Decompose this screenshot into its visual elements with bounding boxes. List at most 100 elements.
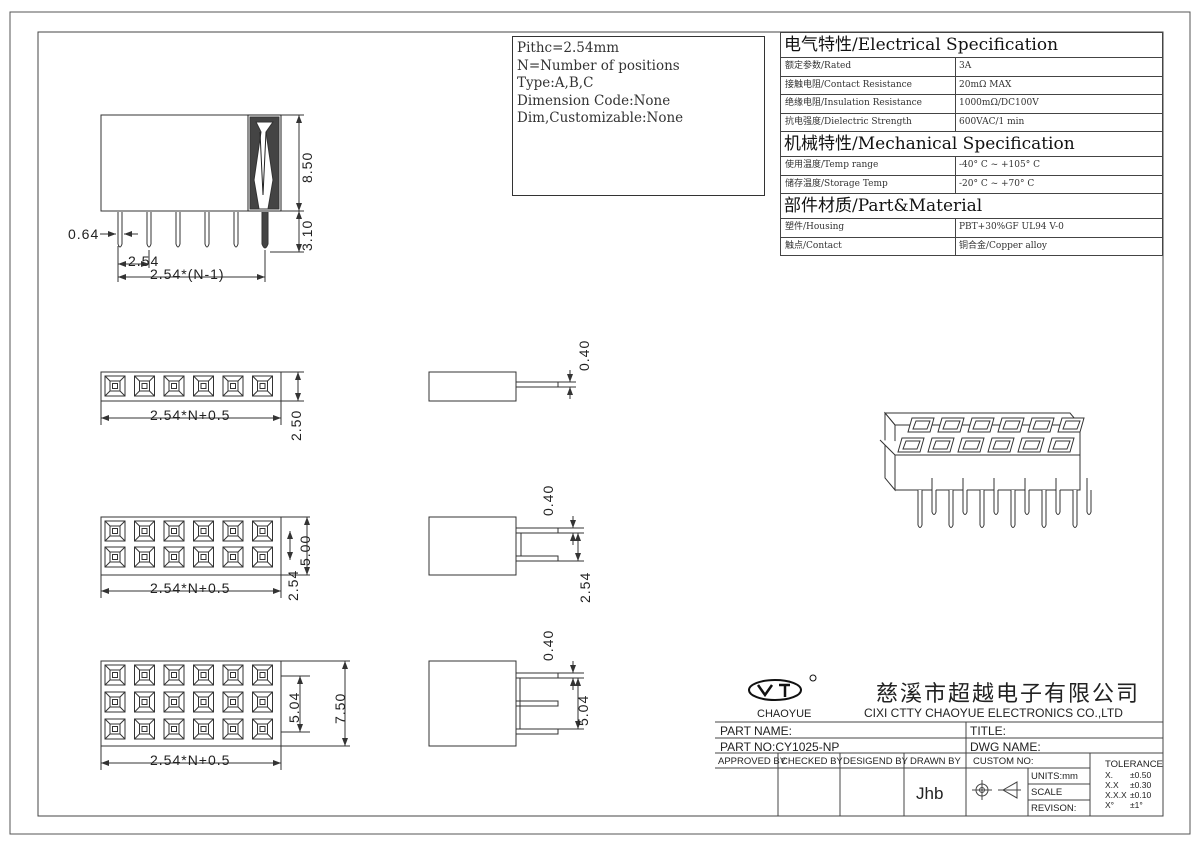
specification-table: 电气特性/Electrical Specification 额定参数/Rated… <box>780 32 1163 256</box>
dim-pitch: 2.54 <box>128 253 160 269</box>
spec-label: 储存温度/Storage Temp <box>781 175 956 193</box>
contact-cell <box>222 546 244 568</box>
part-no-label: PART NO:CY1025-NP <box>720 740 840 754</box>
chaoyue-logo-icon <box>748 674 817 701</box>
spec-value: 1000mΩ/DC100V <box>959 98 1039 108</box>
spec-label: 使用温度/Temp range <box>781 157 956 175</box>
contact-cell <box>104 691 126 713</box>
designed-by-label: DESIGEND BY <box>843 756 908 767</box>
contact-cell <box>222 718 244 740</box>
contact-cell <box>104 520 126 542</box>
contact-cell <box>193 691 214 713</box>
dim-row-pitch-2: 2.54 <box>285 569 301 601</box>
material-spec-title: 部件材质/Part&Material <box>781 194 1162 219</box>
iso-contact-cell <box>907 417 935 433</box>
iso-pin <box>917 490 923 528</box>
top-view-double-row <box>100 516 310 598</box>
note-line: Pithc=2.54mm <box>517 40 620 56</box>
note-line: Dim,Customizable:None <box>517 110 684 126</box>
iso-pin <box>979 490 985 528</box>
dim-row-pitch-3: 5.04 <box>286 691 302 723</box>
iso-contact-cell <box>937 417 965 433</box>
contact-cell <box>104 546 126 568</box>
contact-cell <box>222 691 244 713</box>
iso-contact-cell <box>967 417 995 433</box>
company-name-cn: 慈溪市超越电子有限公司 <box>876 682 1141 707</box>
isometric-view <box>879 411 1092 528</box>
tolerance-title: TOLERANCE <box>1105 759 1163 770</box>
drawn-by-label: DRAWN BY <box>910 756 961 767</box>
contact-cell <box>193 664 214 686</box>
notes-box: Pithc=2.54mm N=Number of positions Type:… <box>512 36 765 196</box>
units-label: UNITS:mm <box>1031 771 1078 782</box>
spec-value: 3A <box>959 61 972 71</box>
outer-frame <box>9 11 1191 835</box>
dim-pin-length: 3.10 <box>299 219 315 251</box>
spec-value: -20° C ~ +70° C <box>959 178 1035 189</box>
spec-value: 20mΩ MAX <box>959 79 1012 90</box>
tolerance-format: X. <box>1105 770 1114 780</box>
title-block-lines <box>715 721 1163 816</box>
contact-cell <box>163 691 185 713</box>
tolerance-format: X° <box>1105 800 1115 810</box>
spec-label: 触点/Contact <box>781 237 956 255</box>
tolerance-format: X.X.X <box>1105 790 1127 800</box>
dim-length-row2: 2.54*N+0.5 <box>150 580 231 596</box>
contact-cell <box>193 546 214 568</box>
spec-value: 600VAC/1 min <box>959 116 1025 127</box>
contact-cell <box>193 718 214 740</box>
contact-cell <box>193 375 214 397</box>
dwg-name-label: DWG NAME: <box>970 740 1041 754</box>
contact-cell <box>134 520 155 542</box>
inner-frame <box>37 31 1164 817</box>
spec-label: 抗电强度/Dielectric Strength <box>781 113 956 131</box>
iso-contact-cell <box>987 437 1015 453</box>
title-label: TITLE: <box>970 724 1007 738</box>
spec-label: 额定参数/Rated <box>781 58 956 76</box>
dim-pin-size-1: 0.40 <box>576 339 592 371</box>
spec-value: -40° C ~ +105° C <box>959 160 1040 170</box>
contact-cell <box>163 520 185 542</box>
dim-width-row2: 5.00 <box>297 534 313 566</box>
contact-cell <box>252 664 273 686</box>
part-name-label: PART NAME: <box>720 724 793 738</box>
spec-label: 接触电阻/Contact Resistance <box>781 76 956 94</box>
contact-cell <box>163 718 185 740</box>
contact-cell <box>252 375 273 397</box>
iso-contact-cell <box>927 437 955 453</box>
contact-cell <box>163 546 185 568</box>
iso-pin <box>1010 490 1016 528</box>
contact-cell <box>252 546 273 568</box>
contact-cell <box>134 718 155 740</box>
front-view <box>100 114 304 282</box>
note-line: Dimension Code:None <box>517 92 671 109</box>
contact-cell <box>222 664 244 686</box>
dim-length-row3: 2.54*N+0.5 <box>150 752 231 768</box>
spec-label: 塑件/Housing <box>781 219 956 237</box>
dim-width-row1: 2.50 <box>288 409 304 441</box>
spec-value: PBT+30%GF UL94 V-0 <box>959 222 1064 232</box>
scale-label: SCALE <box>1031 787 1063 798</box>
contact-cell <box>222 520 244 542</box>
revision-label: REVISON: <box>1031 803 1077 814</box>
dim-length-row1: 2.54*N+0.5 <box>150 407 231 423</box>
iso-contact-cell <box>997 417 1025 433</box>
contact-cell <box>104 718 126 740</box>
contact-cell <box>193 520 214 542</box>
contact-cell <box>163 375 185 397</box>
iso-pin <box>1072 490 1078 528</box>
dim-pin-pitch-3: 5.04 <box>575 694 591 726</box>
contact-cell <box>222 375 244 397</box>
iso-pin <box>948 490 954 528</box>
mechanical-spec-title: 机械特性/Mechanical Specification <box>781 132 1162 157</box>
iso-contact-cell <box>1017 437 1045 453</box>
side-view-double <box>428 516 584 576</box>
contact-cell <box>134 664 155 686</box>
tolerance-value: ±0.50 <box>1130 770 1152 780</box>
iso-pin <box>1041 490 1047 528</box>
